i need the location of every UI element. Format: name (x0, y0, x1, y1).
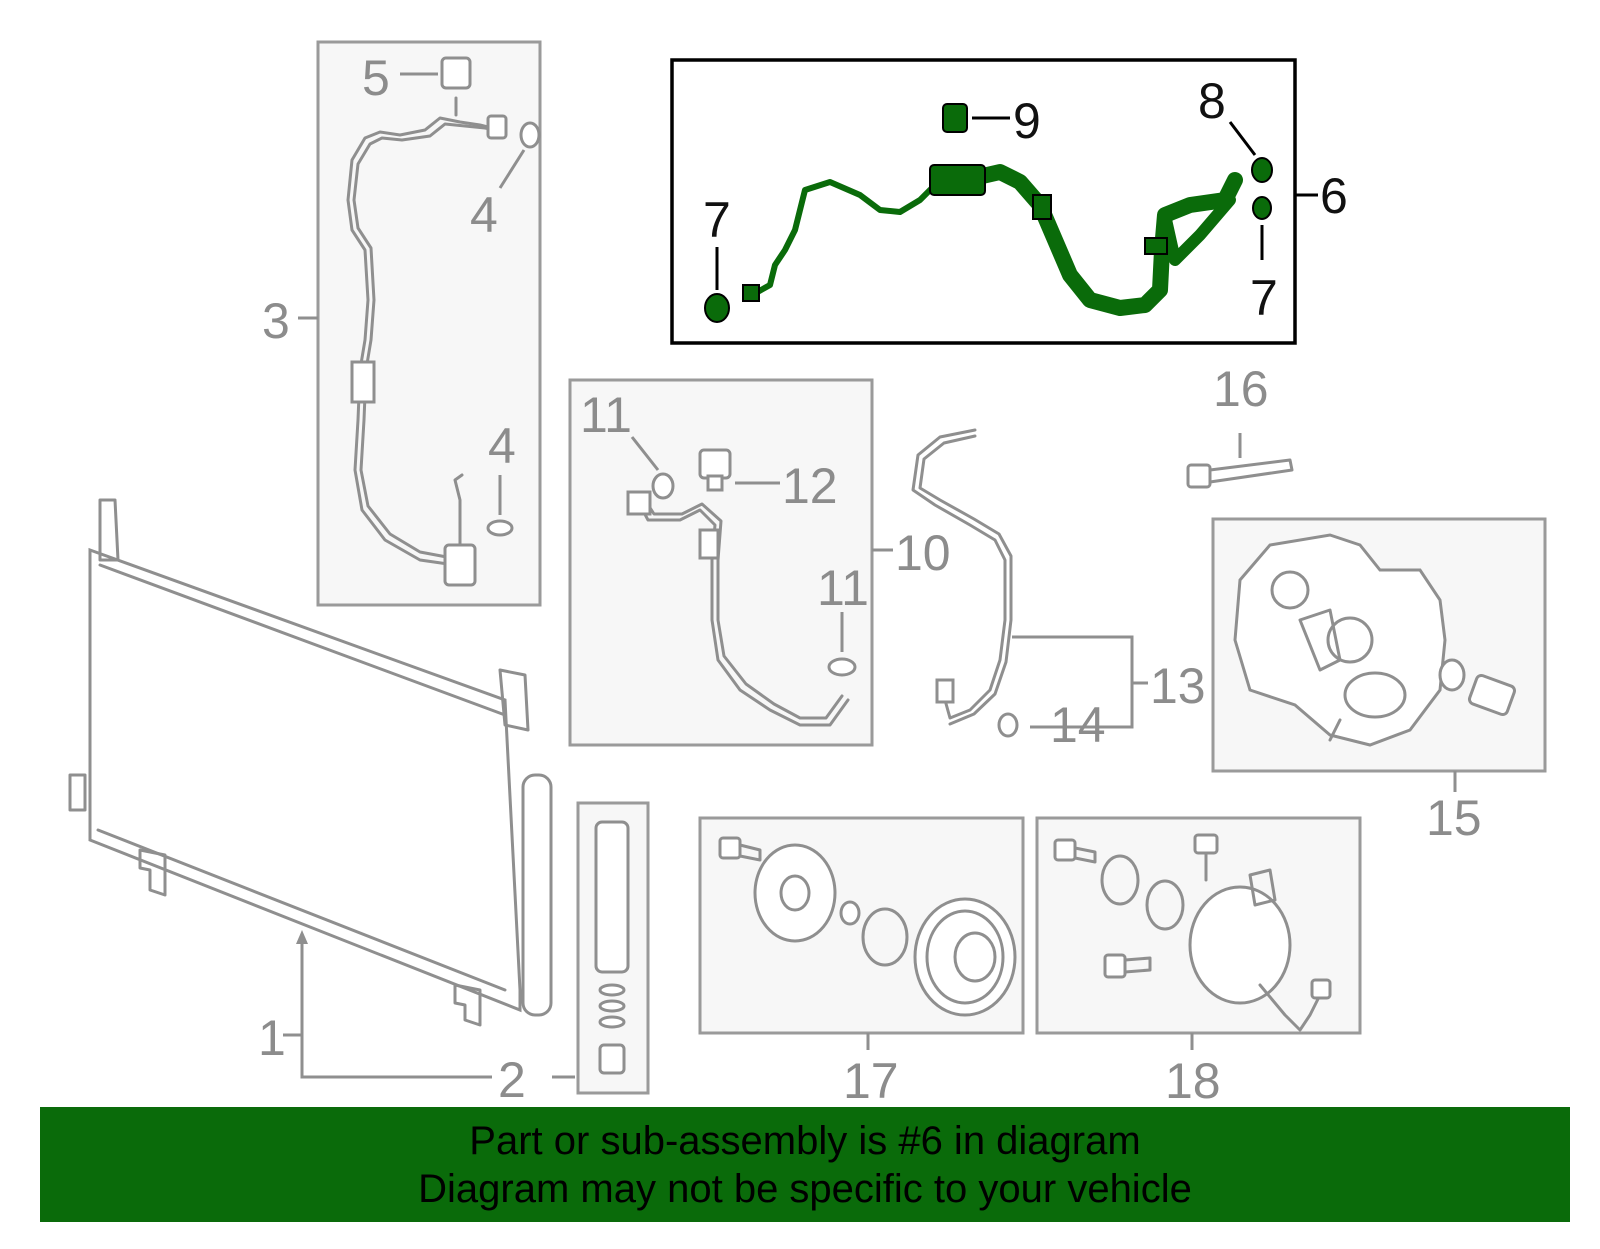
sensor-part-12[interactable] (698, 448, 732, 492)
o-ring-part-4-upper[interactable] (519, 121, 541, 149)
cap-part-9[interactable] (942, 103, 968, 133)
info-banner: Part or sub-assembly is #6 in diagram Di… (40, 1107, 1570, 1222)
label-18: 18 (1165, 1053, 1221, 1109)
label-6: 6 (1320, 168, 1348, 224)
label-13: 13 (1150, 658, 1206, 714)
label-10: 10 (895, 525, 951, 581)
leader-11-upper (630, 436, 660, 471)
discharge-pipe-part-10[interactable] (626, 490, 850, 727)
label-3: 3 (262, 293, 290, 349)
liquid-pipe-part-13[interactable] (911, 428, 1013, 726)
o-ring-part-8[interactable] (1251, 157, 1273, 183)
pipe-clamp-lower (1144, 237, 1168, 255)
label-16: 16 (1213, 361, 1269, 417)
o-ring-part-7-left[interactable] (704, 293, 730, 323)
label-2: 2 (498, 1052, 526, 1108)
o-ring-part-11-lower[interactable] (827, 657, 857, 677)
hose-end-fitting (443, 543, 477, 587)
leader-1 (283, 937, 492, 1079)
pipe-clamp (1032, 194, 1052, 220)
suction-hose-part-3[interactable] (346, 114, 508, 587)
compressor-part-15[interactable] (1233, 533, 1517, 747)
o-ring-part-7-right[interactable] (1252, 196, 1272, 220)
pipe-fitting (626, 490, 652, 516)
hose-coupling (350, 360, 376, 404)
label-14: 14 (1050, 697, 1106, 753)
condenser-part-1[interactable] (68, 498, 553, 1027)
compressor-valve (1467, 673, 1517, 717)
label-15: 15 (1426, 790, 1482, 846)
desiccant-part-2[interactable] (594, 820, 630, 1075)
cap-part-5[interactable] (440, 56, 472, 117)
label-1: 1 (258, 1010, 286, 1066)
label-8: 8 (1198, 73, 1226, 129)
receiver-drier (521, 773, 553, 1017)
leader-4-upper (498, 149, 526, 189)
label-17: 17 (843, 1053, 899, 1109)
label-4-lower: 4 (488, 418, 516, 474)
o-ring-part-4-lower[interactable] (486, 519, 514, 537)
leader-8 (1228, 121, 1257, 156)
label-4-upper: 4 (470, 187, 498, 243)
label-7-left: 7 (703, 192, 731, 248)
label-9: 9 (1013, 93, 1041, 149)
box-part-10 (568, 378, 874, 747)
label-7-right: 7 (1250, 270, 1278, 326)
compressor-o-ring (1438, 658, 1466, 692)
service-valve (929, 164, 986, 196)
fitting-top (486, 114, 508, 140)
banner-line-part-number: Part or sub-assembly is #6 in diagram (469, 1119, 1141, 1163)
label-11-lower: 11 (817, 560, 869, 616)
banner-line-disclaimer: Diagram may not be specific to your vehi… (418, 1167, 1192, 1211)
label-5: 5 (362, 50, 390, 106)
o-ring-part-11-upper[interactable] (651, 472, 675, 500)
pipe-end-fitting (935, 678, 955, 704)
field-coil-part-18[interactable] (1053, 833, 1332, 1032)
clutch-pulley-part-17[interactable] (718, 836, 1017, 1017)
label-12: 12 (782, 458, 838, 514)
label-11-upper: 11 (580, 387, 632, 443)
o-ring-part-14[interactable] (997, 712, 1019, 738)
bolt-part-16[interactable] (1186, 458, 1294, 489)
pipe-end-fitting (742, 284, 760, 302)
discharge-hose-part-6[interactable] (742, 164, 1243, 316)
pipe-coupling (698, 528, 720, 560)
